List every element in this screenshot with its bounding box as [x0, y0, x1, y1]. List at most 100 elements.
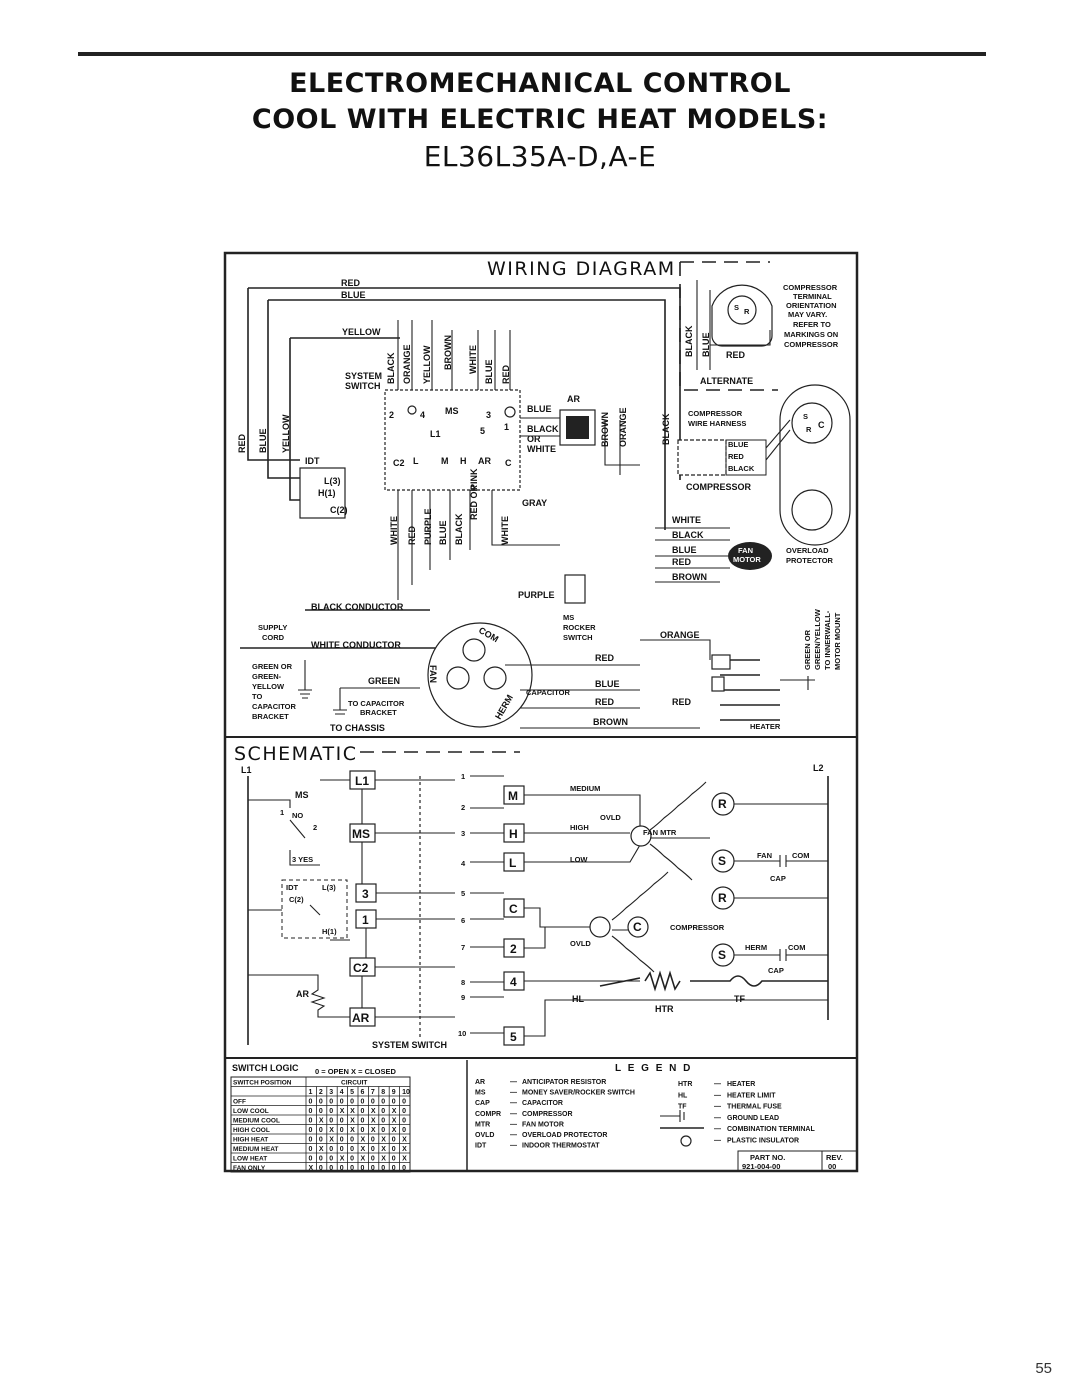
legend-desc: PLASTIC INSULATOR	[727, 1138, 799, 1145]
switch-position-name: HIGH HEAT	[233, 1137, 268, 1144]
legend-dash: —	[714, 1115, 721, 1122]
circuit-cell: X	[392, 1118, 397, 1125]
circuit-cell: X	[371, 1127, 376, 1134]
anticipator-resistor	[559, 409, 596, 446]
svg-text:OVERLOAD: OVERLOAD	[786, 546, 829, 555]
svg-text:S: S	[718, 854, 726, 868]
svg-text:PURPLE: PURPLE	[518, 590, 555, 600]
schematic-left-boxes: L1 MS 3 1 C2 AR	[349, 770, 377, 1027]
svg-text:SWITCH LOGIC: SWITCH LOGIC	[232, 1063, 299, 1073]
svg-text:H(1): H(1)	[318, 488, 336, 498]
rev: 00	[828, 1162, 836, 1171]
circuit-cell: 0	[402, 1099, 406, 1106]
svg-text:MARKINGS ON: MARKINGS ON	[784, 330, 838, 339]
svg-text:GREEN OR: GREEN OR	[803, 629, 812, 670]
legend-desc: OVERLOAD PROTECTOR	[522, 1132, 607, 1139]
svg-text:ORANGE: ORANGE	[618, 407, 628, 447]
legend-abbr: HL	[678, 1092, 688, 1099]
svg-text:10: 10	[458, 1029, 466, 1038]
svg-text:RED: RED	[341, 278, 361, 288]
svg-text:HL: HL	[572, 994, 584, 1004]
circuit-cell: 0	[340, 1165, 344, 1172]
svg-text:OVLD: OVLD	[570, 939, 591, 948]
circuit-cell: 0	[340, 1146, 344, 1153]
svg-text:BLUE: BLUE	[527, 404, 552, 414]
circuit-cell: 0	[329, 1099, 333, 1106]
svg-text:TO INNERWALL-: TO INNERWALL-	[823, 610, 832, 670]
legend-dash: —	[714, 1126, 721, 1133]
svg-text:M: M	[508, 789, 518, 803]
svg-text:5: 5	[480, 426, 485, 436]
legend-desc: THERMAL FUSE	[727, 1104, 782, 1111]
svg-text:NO: NO	[292, 811, 303, 820]
svg-text:BLACK: BLACK	[386, 352, 396, 384]
circuit-cell: X	[402, 1156, 407, 1163]
indoor-thermostat	[299, 467, 346, 519]
legend-dash: —	[510, 1079, 517, 1086]
col-circuit: CIRCUIT	[341, 1080, 367, 1087]
svg-text:WHITE: WHITE	[527, 444, 556, 454]
circuit-cell: 0	[381, 1108, 385, 1115]
svg-text:BLACK CONDUCTOR: BLACK CONDUCTOR	[311, 602, 404, 612]
svg-text:RED: RED	[728, 452, 744, 461]
svg-text:1: 1	[504, 422, 509, 432]
circuit-cell: X	[392, 1127, 397, 1134]
circuit-cell: 0	[329, 1118, 333, 1125]
svg-text:BLUE: BLUE	[701, 333, 711, 358]
circuit-cell: X	[329, 1137, 334, 1144]
circuit-cell: X	[319, 1146, 324, 1153]
svg-text:AR: AR	[352, 1011, 370, 1025]
circuit-header: 8	[381, 1089, 385, 1096]
svg-text:PINK: PINK	[469, 468, 479, 490]
svg-text:BLACK: BLACK	[728, 464, 755, 473]
circuit-header: 7	[371, 1089, 375, 1096]
svg-text:PROTECTOR: PROTECTOR	[786, 556, 834, 565]
legend-abbr: COMPR	[475, 1111, 501, 1118]
svg-text:GREEN: GREEN	[368, 676, 400, 686]
svg-text:MS: MS	[445, 406, 459, 416]
svg-text:L1: L1	[241, 765, 252, 775]
circuit-cell: 0	[319, 1127, 323, 1134]
svg-text:RED: RED	[407, 525, 417, 545]
circuit-cell: X	[402, 1146, 407, 1153]
svg-text:SYSTEM SWITCH: SYSTEM SWITCH	[372, 1040, 447, 1050]
circuit-header: 10	[402, 1089, 410, 1096]
circuit-cell: X	[350, 1108, 355, 1115]
svg-text:3: 3	[486, 410, 491, 420]
legend-abbr: OVLD	[475, 1132, 494, 1139]
ms-rocker-switch	[564, 574, 586, 604]
svg-text:ORIENTATION: ORIENTATION	[786, 301, 837, 310]
circuit-cell: X	[329, 1127, 334, 1134]
svg-text:L E G E N D: L E G E N D	[615, 1063, 692, 1074]
circuit-cell: 0	[319, 1108, 323, 1115]
circuit-cell: 0	[319, 1156, 323, 1163]
heater-circuit	[599, 970, 828, 992]
wire-red	[248, 287, 681, 480]
svg-text:MOTOR: MOTOR	[733, 555, 761, 564]
svg-text:6: 6	[461, 916, 465, 925]
svg-text:2: 2	[389, 410, 394, 420]
svg-text:R: R	[744, 307, 750, 316]
svg-text:L: L	[413, 456, 419, 466]
circuit-cell: 0	[350, 1137, 354, 1144]
svg-text:COMPRESSOR: COMPRESSOR	[670, 923, 725, 932]
circuit-cell: X	[361, 1137, 366, 1144]
circuit-cell: X	[381, 1156, 386, 1163]
svg-text:ORANGE: ORANGE	[402, 344, 412, 384]
circuit-cell: 0	[371, 1137, 375, 1144]
svg-text:YELLOW: YELLOW	[342, 327, 381, 337]
svg-text:S: S	[718, 948, 726, 962]
legend-dash: —	[714, 1092, 721, 1099]
svg-text:H: H	[460, 456, 467, 466]
plastic-insulator-symbol	[680, 1135, 692, 1147]
svg-text:CAPACITOR: CAPACITOR	[252, 702, 296, 711]
svg-text:BLUE: BLUE	[484, 360, 494, 385]
legend-dash: —	[510, 1121, 517, 1128]
system-switch-box	[384, 389, 521, 491]
legend-desc: INDOOR THERMOSTAT	[522, 1143, 600, 1150]
svg-text:H: H	[509, 827, 518, 841]
legend-desc: GROUND LEAD	[727, 1115, 779, 1122]
circuit-cell: X	[402, 1137, 407, 1144]
circuit-header: 9	[392, 1089, 396, 1096]
circuit-cell: 0	[329, 1146, 333, 1153]
